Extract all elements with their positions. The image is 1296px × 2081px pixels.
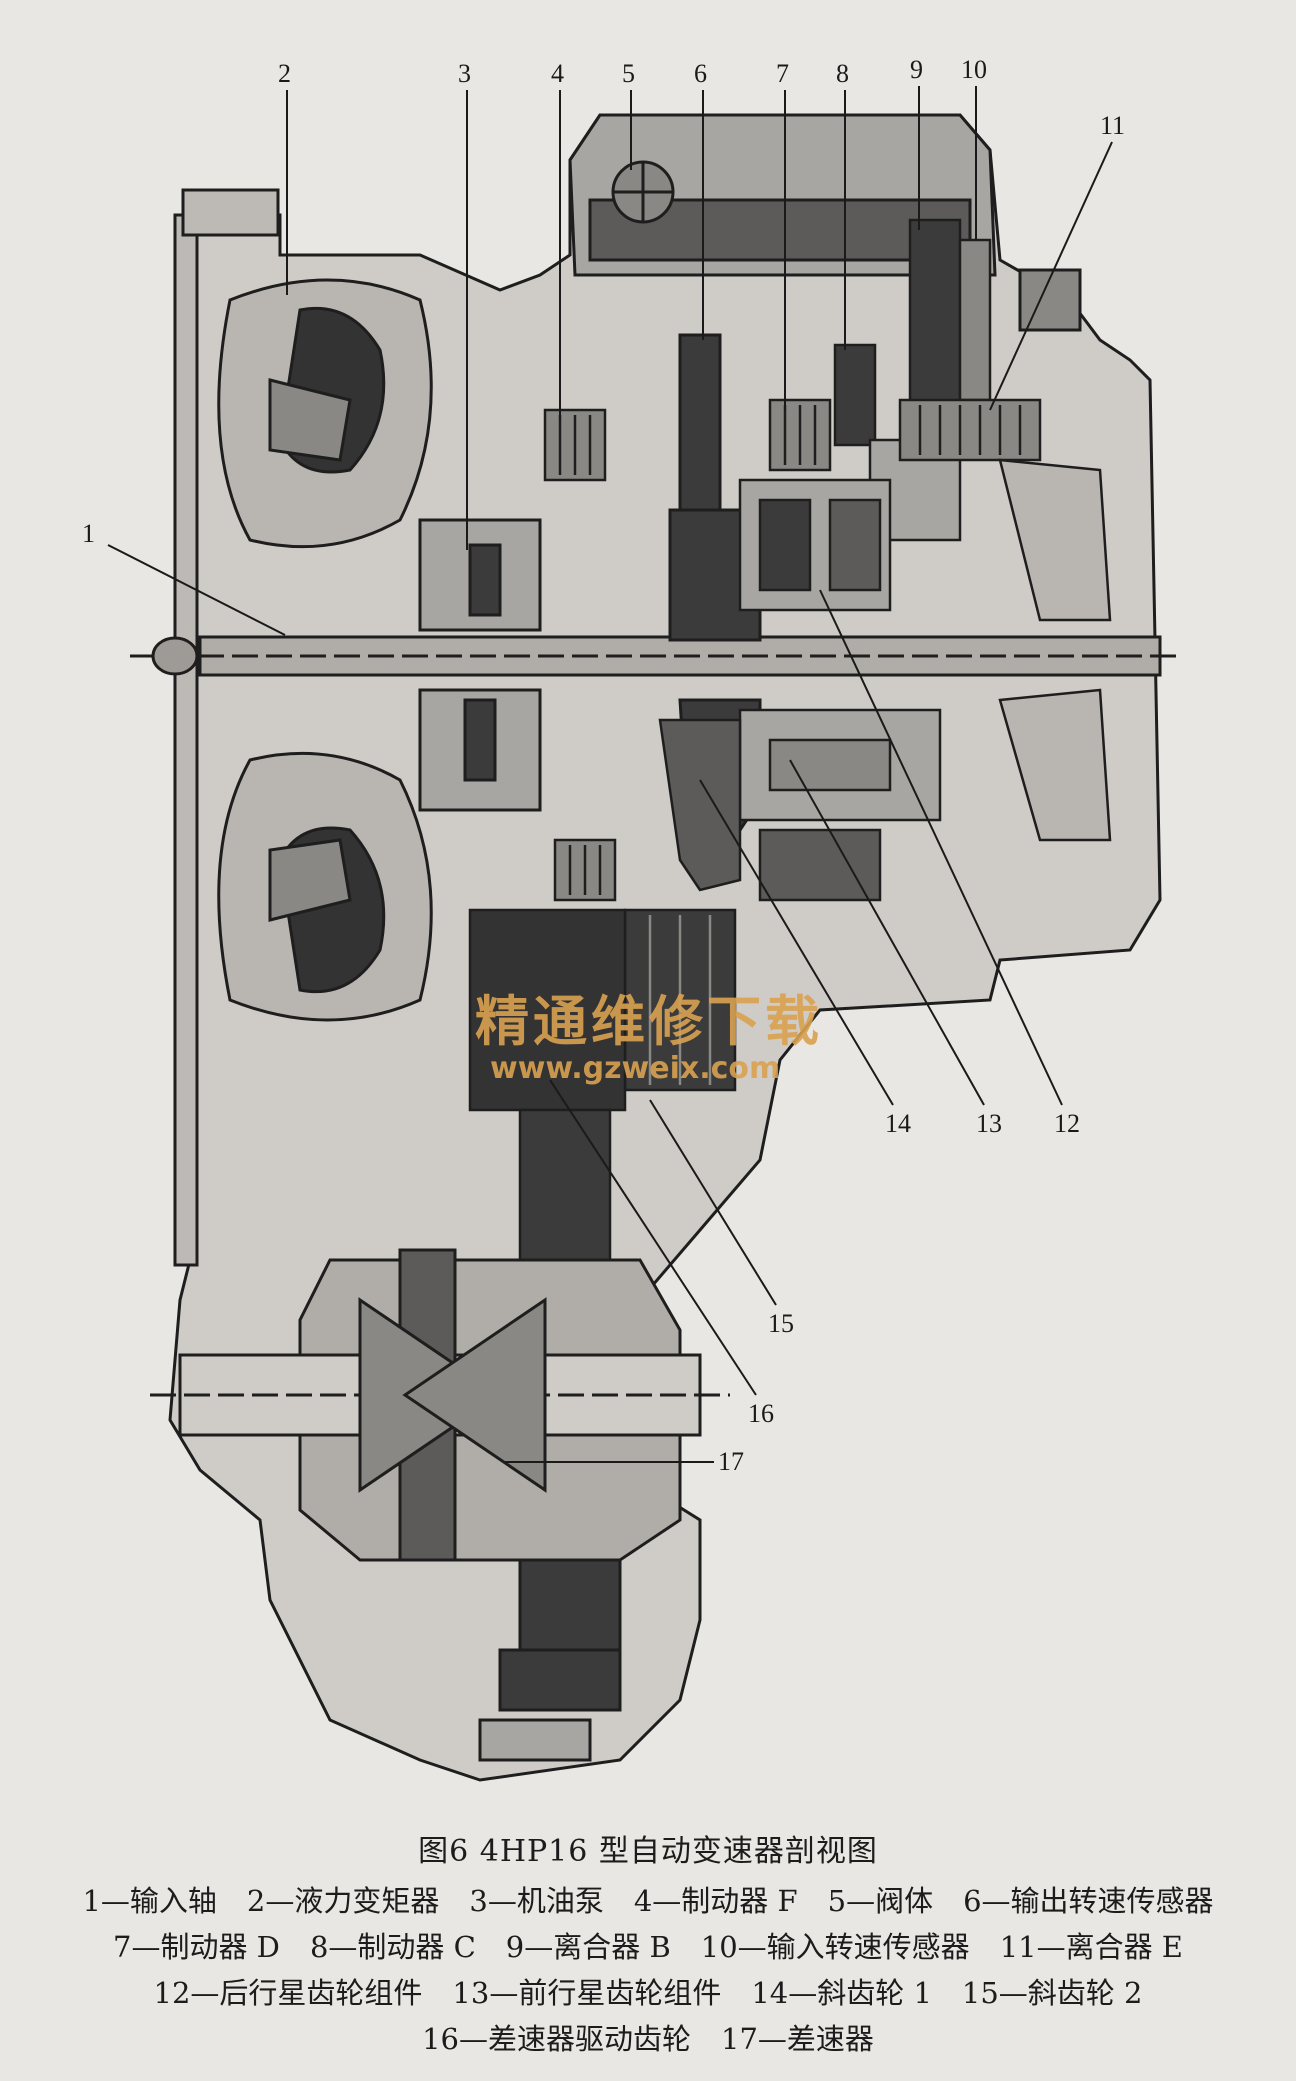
legend-line-2: 7—制动器 D 8—制动器 C 9—离合器 B 10—输入转速传感器 11—离合器 E [0,1924,1296,1970]
legend-item: 13—前行星齿轮组件 [452,1976,722,2010]
legend-item: 2—液力变矩器 [246,1884,440,1918]
callout-10: 10 [961,55,987,240]
cutaway-drawing: 1 2 3 4 5 6 7 8 [82,55,1180,1782]
svg-text:6: 6 [694,59,707,88]
legend-item: 5—阀体 [827,1884,934,1918]
watermark: 精通维修下载 www.gzweix.com [475,990,823,1086]
legend-item: 11—离合器 E [999,1930,1183,1964]
legend-item: 14—斜齿轮 1 [751,1976,932,2010]
svg-text:9: 9 [910,55,923,84]
input-shaft [130,635,1180,677]
svg-text:11: 11 [1100,111,1125,140]
svg-text:12: 12 [1054,1109,1080,1138]
svg-text:15: 15 [768,1309,794,1338]
svg-text:8: 8 [836,59,849,88]
legend-item: 8—制动器 C [309,1930,476,1964]
legend-item: 15—斜齿轮 2 [961,1976,1143,2010]
legend-line-1: 1—输入轴 2—液力变矩器 3—机油泵 4—制动器 F 5—阀体 6—输出转速传感器 [0,1878,1296,1924]
legend-item: 1—输入轴 [82,1884,217,1918]
callout-17: 17 [505,1447,744,1476]
brake-d [768,398,832,472]
svg-text:17: 17 [718,1447,744,1476]
legend-item: 16—差速器驱动齿轮 [422,2022,691,2056]
callout-3: 3 [458,59,471,550]
svg-text:1: 1 [82,519,95,548]
callout-2: 2 [278,59,291,295]
callout-9: 9 [910,55,923,230]
legend-item: 10—输入转速传感器 [700,1930,970,1964]
legend-item: 3—机油泵 [469,1884,604,1918]
legend-line-3: 12—后行星齿轮组件 13—前行星齿轮组件 14—斜齿轮 1 15—斜齿轮 2 [0,1970,1296,2016]
clutch-e [898,398,1112,842]
svg-text:7: 7 [776,59,789,88]
torque-converter [217,278,433,1022]
svg-text:14: 14 [885,1109,911,1138]
callout-5: 5 [622,59,635,170]
front-planetary-gear-set [738,708,942,902]
clutch-b [908,218,992,432]
callout-4: 4 [551,59,564,420]
svg-text:2: 2 [278,59,291,88]
svg-text:4: 4 [551,59,564,88]
figure-caption: 图6 4HP16 型自动变速器剖视图 1—输入轴 2—液力变矩器 3—机油泵 4—制动… [0,1826,1296,2062]
brake-f [543,408,617,902]
legend-item: 4—制动器 F [633,1884,798,1918]
legend-item: 6—输出转速传感器 [963,1884,1214,1918]
legend-item: 9—离合器 B [505,1930,671,1964]
legend-line-4: 16—差速器驱动齿轮 17—差速器 [0,2016,1296,2062]
differential-drive-gear [468,908,627,1262]
svg-text:精通维修下载: 精通维修下载 [475,990,823,1053]
svg-text:3: 3 [458,59,471,88]
callout-13: 13 [789,759,1002,1138]
callout-6: 6 [694,59,707,340]
oil-pump [418,518,542,812]
housing-front-plate [173,213,199,1267]
callout-12: 12 [819,589,1080,1138]
callout-14: 14 [699,779,911,1138]
callout-16: 16 [549,1079,774,1428]
callout-1: 1 [82,519,286,636]
callout-11: 11 [989,111,1125,411]
legend-item: 12—后行星齿轮组件 [153,1976,423,2010]
helical-gear-1 [658,718,742,892]
svg-text:5: 5 [622,59,635,88]
differential [150,1248,730,1762]
svg-text:13: 13 [976,1109,1002,1138]
callout-7: 7 [776,59,789,410]
legend-item: 17—差速器 [721,2022,874,2056]
valve-body [568,113,997,277]
caption-title: 图6 4HP16 型自动变速器剖视图 [418,1834,878,1869]
callout-8: 8 [836,59,849,350]
legend-item: 7—制动器 D [113,1930,280,1964]
svg-text:www.gzweix.com: www.gzweix.com [490,1051,780,1086]
rear-planetary-gear-set [738,478,892,612]
svg-text:10: 10 [961,55,987,84]
svg-text:16: 16 [748,1399,774,1428]
callout-15: 15 [649,1099,794,1338]
helical-gear-2 [623,908,737,1092]
